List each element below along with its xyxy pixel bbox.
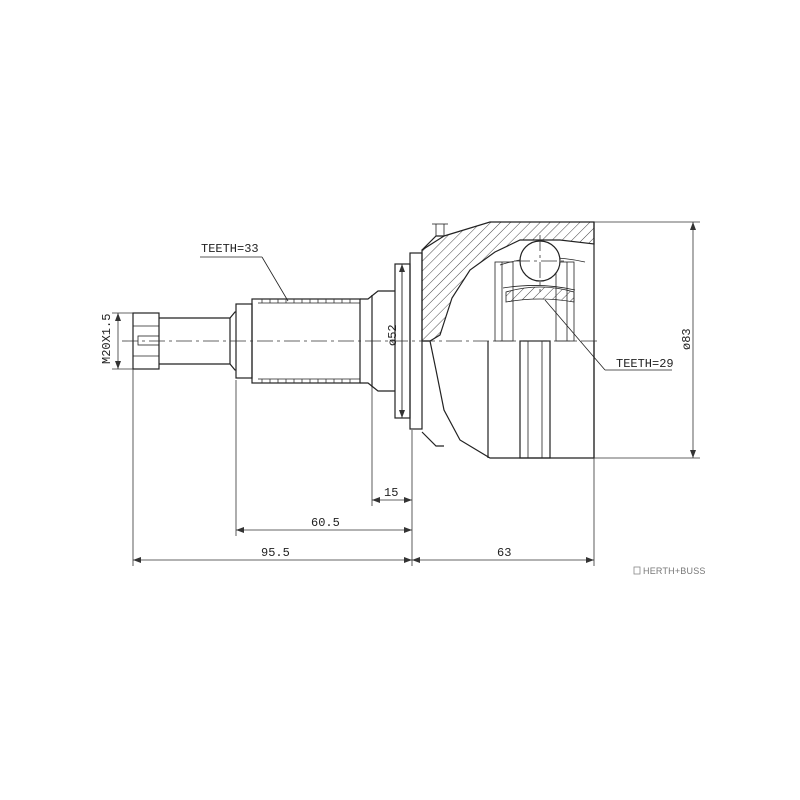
outer-bell-housing [421,221,595,459]
label-dim-95-5: 95.5 [261,546,290,560]
label-dia-83: ø83 [680,328,694,350]
label-teeth-shaft: TEETH=33 [201,242,259,256]
hatched-section [421,221,595,342]
label-dim-15: 15 [384,486,398,500]
brand-logo: HERTH+BUSS [633,566,706,576]
label-dia-52: ø52 [386,324,400,346]
leader-teeth-shaft [200,256,289,302]
label-dim-63: 63 [497,546,511,560]
label-teeth-joint: TEETH=29 [616,357,674,371]
label-dim-60-5: 60.5 [311,516,340,530]
leader-teeth-joint [544,299,672,371]
spline-teeth [261,299,351,383]
dimension-lines [112,221,700,566]
label-thread: M20X1.5 [100,314,114,364]
brand-text: HERTH+BUSS [643,566,706,576]
